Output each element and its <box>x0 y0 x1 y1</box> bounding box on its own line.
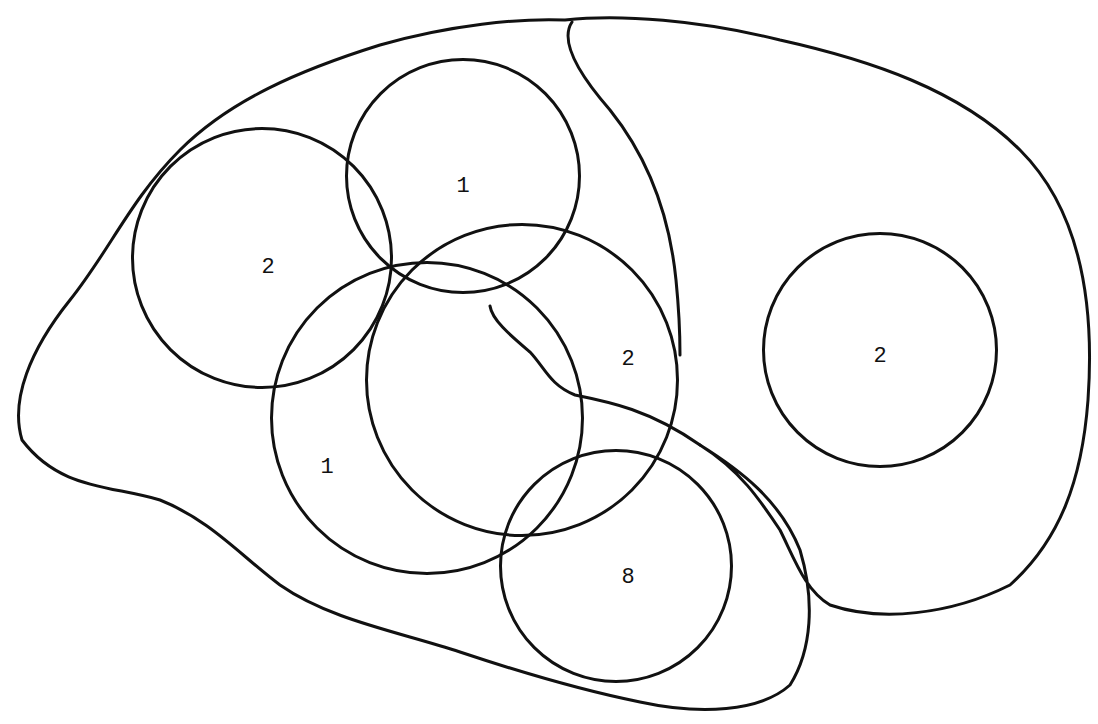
callout-number: 2 <box>621 349 634 371</box>
circle-outline <box>365 223 679 537</box>
callout-number: 1 <box>320 457 333 479</box>
region-circle: 1 <box>345 58 581 294</box>
callout-number: 2 <box>873 346 886 368</box>
region-circle: 2 <box>762 232 998 468</box>
circle-outline <box>270 261 584 575</box>
region-circle: 8 <box>499 449 733 683</box>
region-circle: 1 <box>270 261 584 575</box>
callout-number: 2 <box>261 257 274 279</box>
circle-outline <box>499 449 733 683</box>
region-circle: 2 <box>365 223 679 537</box>
callout-number: 8 <box>621 567 634 589</box>
callout-number: 1 <box>456 176 469 198</box>
region-circle: 2 <box>131 127 393 389</box>
